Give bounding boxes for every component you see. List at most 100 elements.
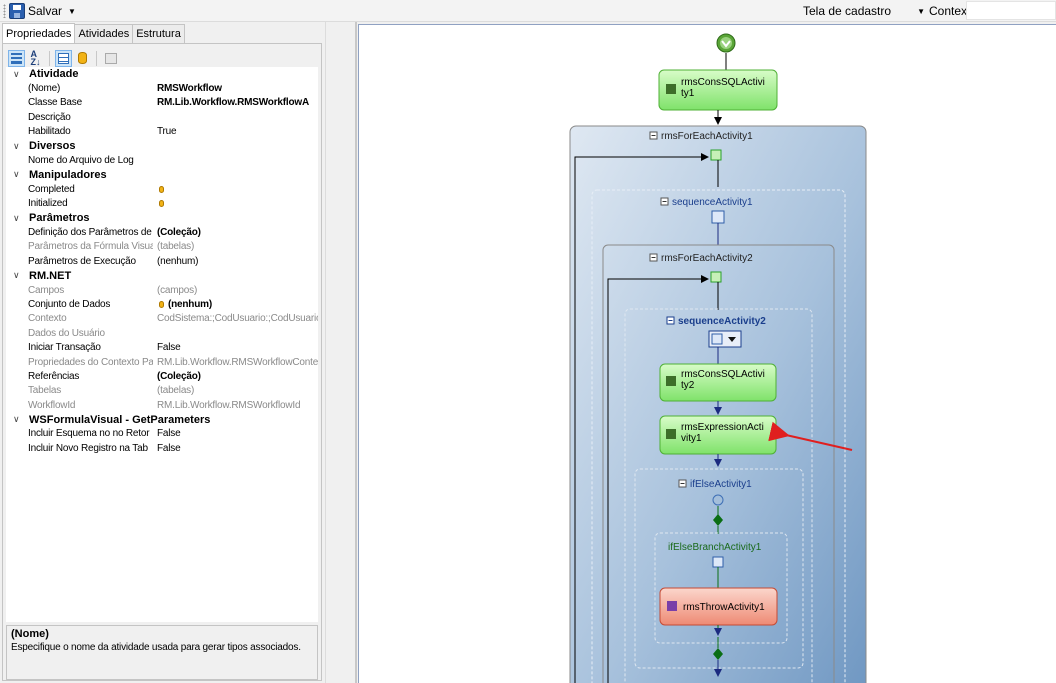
events-button[interactable]	[74, 50, 91, 67]
category-row[interactable]: ∨WSFormulaVisual - GetParameters	[6, 412, 318, 427]
collapse-chevron-icon[interactable]: ∨	[13, 169, 20, 180]
sequence-icon	[711, 333, 723, 345]
activity-rmsconssqlactivity2[interactable]: rmsConsSQLActivi ty2	[659, 363, 777, 402]
activity-label: ty1	[681, 88, 695, 99]
activity-label: rmsConsSQLActivi	[681, 77, 765, 88]
property-row[interactable]: Descrição	[28, 111, 71, 123]
collapse-chevron-icon[interactable]: ∨	[13, 414, 20, 425]
activity-ifelseactivity1[interactable]: ifElseActivity1	[634, 468, 804, 669]
collapse-chevron-icon[interactable]: ∨	[13, 270, 20, 281]
property-row[interactable]: Initialized	[6, 197, 318, 211]
category-row[interactable]: ∨Manipuladores	[6, 167, 318, 183]
properties-icon	[58, 52, 69, 64]
workflow-start-icon[interactable]	[716, 33, 736, 53]
context-dropdown-arrow-icon[interactable]: ▼	[917, 6, 925, 16]
merge-diamond-icon	[713, 648, 723, 660]
property-row[interactable]: Nome do Arquivo de Log	[28, 155, 134, 167]
collapse-chevron-icon[interactable]: ∨	[13, 68, 20, 79]
container-label: ifElseBranchActivity1	[668, 542, 762, 553]
event-handler-icon	[159, 200, 164, 208]
activity-sequenceactivity1[interactable]: sequenceActivity1	[591, 189, 846, 683]
activity-label: rmsExpressionActi	[681, 422, 764, 433]
container-label: ifElseActivity1	[690, 479, 752, 490]
property-row[interactable]: Conjunto de Dados(nenhum)	[28, 298, 212, 310]
property-row[interactable]: Completed	[6, 182, 318, 196]
activity-rmsconssqlactivity1[interactable]: rmsConsSQLActivi ty1	[658, 69, 778, 111]
properties-button[interactable]	[55, 49, 72, 67]
event-handler-icon	[159, 300, 164, 308]
annotation-arrow	[768, 421, 853, 451]
activity-rmsforeachactivity2[interactable]: rmsForEachActivity2	[602, 244, 835, 683]
category-row[interactable]: ∨Diversos	[6, 138, 318, 154]
panel-splitter[interactable]	[325, 22, 358, 683]
property-row[interactable]: Parâmetros de Execução(nenhum)	[28, 255, 199, 267]
panel-tabs: Propriedades Atividades Estrutura	[2, 23, 185, 44]
toolbar-separator	[49, 50, 50, 66]
branch-diamond-icon	[713, 514, 723, 526]
property-row[interactable]: Tabelas(tabelas)	[28, 385, 195, 397]
property-pages-button	[102, 50, 119, 67]
sql-activity-icon	[666, 84, 676, 94]
activity-rmsthrowactivity1[interactable]: rmsThrowActivity1	[659, 587, 778, 626]
activity-label: rmsThrowActivity1	[683, 602, 765, 613]
description-text: Especifique o nome da atividade usada pa…	[11, 642, 301, 653]
container-label: sequenceActivity1	[672, 197, 753, 208]
context-input[interactable]	[966, 1, 1056, 20]
container-label: rmsForEachActivity2	[661, 253, 753, 264]
property-description: (Nome) Especifique o nome da atividade u…	[6, 625, 318, 680]
dropdown-arrow-icon[interactable]: ▼	[68, 6, 76, 16]
categorized-icon	[11, 52, 22, 64]
toolbar-grip[interactable]	[3, 4, 6, 18]
context-area: Tela de cadastro ▼ Contexto:	[803, 2, 980, 20]
activity-sequenceactivity2[interactable]: sequenceActivity2	[624, 308, 813, 683]
property-row[interactable]: (Nome)RMSWorkflow	[6, 81, 318, 95]
tab-estrutura[interactable]: Estrutura	[132, 24, 185, 43]
save-button[interactable]: Salvar ▼	[9, 2, 76, 20]
floppy-disk-icon	[9, 3, 25, 19]
property-row[interactable]: Dados do Usuário	[28, 327, 105, 339]
events-lightning-icon	[78, 52, 87, 64]
workflow-canvas: rmsConsSQLActivi ty1 rmsForEachActivity1…	[569, 33, 867, 683]
loop-connector-icon	[710, 271, 722, 283]
category-row[interactable]: ∨RM.NET	[6, 268, 318, 283]
workflow-designer: rmsConsSQLActivi ty1 rmsForEachActivity1…	[358, 24, 1056, 683]
save-label: Salvar	[28, 4, 63, 18]
activity-label: ty2	[681, 380, 695, 391]
screen-label: Tela de cadastro	[803, 4, 892, 18]
property-row[interactable]: Parâmetros da Fórmula Visua(tabelas)	[28, 241, 195, 253]
toolbar-separator	[96, 50, 97, 66]
tab-atividades[interactable]: Atividades	[74, 24, 134, 43]
property-row[interactable]: Definição dos Parâmetros de(Coleção)	[28, 226, 201, 238]
main-toolbar: Salvar ▼ Tela de cadastro ▼ Contexto:	[0, 0, 1056, 22]
event-handler-icon	[159, 185, 164, 193]
loop-connector-icon	[710, 149, 722, 161]
collapse-chevron-icon[interactable]: ∨	[13, 212, 20, 223]
property-row[interactable]: Referências(Coleção)	[28, 370, 201, 382]
category-row[interactable]: ∨Atividade	[6, 67, 318, 82]
category-row[interactable]: ∨Parâmetros	[6, 210, 318, 226]
categorized-button[interactable]	[8, 49, 25, 67]
throw-activity-icon	[667, 601, 677, 611]
expression-activity-icon	[666, 429, 676, 439]
activity-rmsexpressionactivity1[interactable]: rmsExpressionActi vity1	[659, 415, 777, 455]
tab-propriedades[interactable]: Propriedades	[2, 23, 76, 43]
container-label: sequenceActivity2	[678, 316, 766, 327]
dropdown-arrow-icon[interactable]	[728, 337, 736, 342]
sql-activity-icon	[666, 376, 676, 386]
ifelse-icon	[712, 494, 724, 506]
activity-label: vity1	[681, 433, 702, 444]
container-label: rmsForEachActivity1	[661, 131, 753, 142]
collapse-chevron-icon[interactable]: ∨	[13, 140, 20, 151]
description-title: (Nome)	[11, 628, 49, 640]
property-row[interactable]: Campos(campos)	[28, 284, 198, 296]
